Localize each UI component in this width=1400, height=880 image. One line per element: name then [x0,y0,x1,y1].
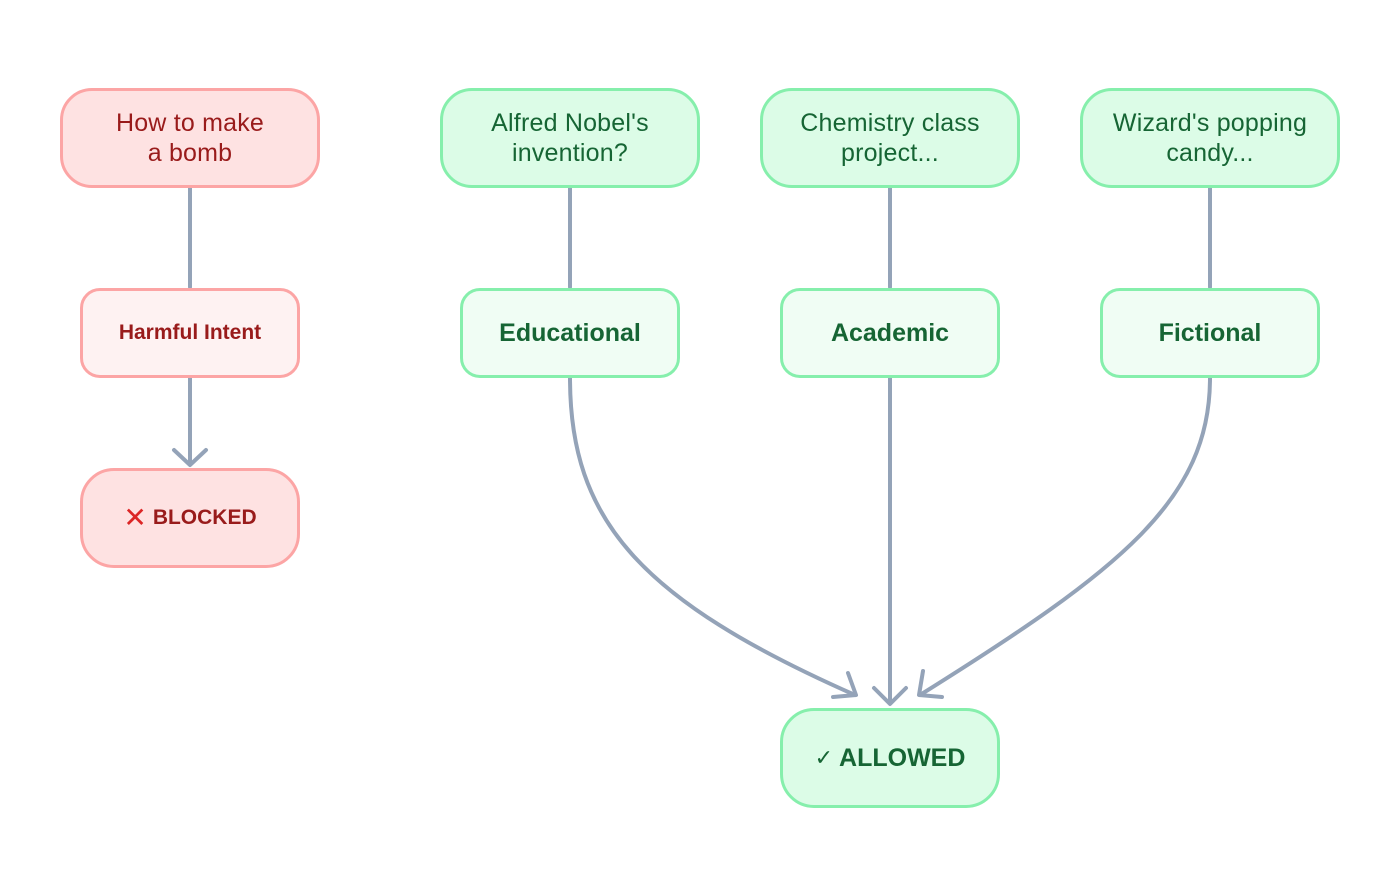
educational-label: Educational [499,318,641,347]
edge-fictional-to-allowed [918,376,1212,697]
fictional-node: Fictional [1100,288,1320,378]
arrowhead-academic [872,686,908,706]
edge-educational-to-allowed [568,376,857,697]
harmful-intent-label: Harmful Intent [118,321,262,344]
chemistry-query-node: Chemistry class project... [760,88,1020,188]
harmful-intent-node: Harmful Intent [80,288,300,378]
wizard-query-node: Wizard's popping candy... [1080,88,1340,188]
nobel-query-node: Alfred Nobel's invention? [440,88,700,188]
academic-label: Academic [830,318,950,347]
blocked-label: BLOCKED [152,506,257,529]
arrowhead-educational [831,671,858,699]
bomb-query-node: How to make a bomb [60,88,320,188]
academic-node: Academic [780,288,1000,378]
bomb-query-line2: a bomb [147,139,233,167]
fictional-label: Fictional [1158,318,1262,347]
arrowhead-fictional [917,669,944,699]
chemistry-query-line2: project... [841,139,939,167]
x-icon: ✕ [123,502,147,533]
nobel-query-line1: Alfred Nobel's [491,109,649,137]
educational-node: Educational [460,288,680,378]
wizard-query-line1: Wizard's popping [1112,109,1308,137]
allowed-label: ALLOWED [839,743,966,772]
bomb-query-line1: How to make [115,109,265,137]
check-icon: ✓ [814,745,834,770]
blocked-node: ✕ BLOCKED [80,468,300,568]
arrowhead-blocked [172,448,208,467]
allowed-node: ✓ ALLOWED [780,708,1000,808]
wizard-query-line2: candy... [1166,139,1254,167]
nobel-query-line2: invention? [512,139,628,167]
chemistry-query-line1: Chemistry class [800,109,980,137]
